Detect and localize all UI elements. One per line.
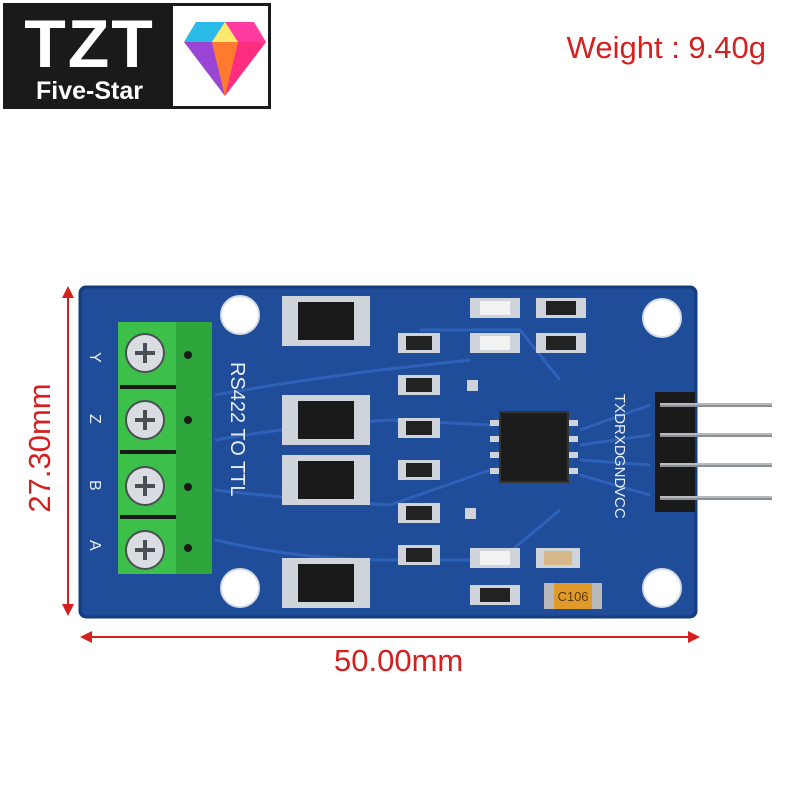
logo-brand: TZT bbox=[24, 6, 155, 82]
pcb-board bbox=[80, 287, 696, 617]
logo-text-block: TZT Five-Star bbox=[6, 6, 173, 106]
width-dimension-line bbox=[80, 631, 700, 643]
diamond-icon bbox=[184, 22, 266, 96]
pin-header bbox=[655, 392, 772, 512]
terminal-label-a: A bbox=[86, 540, 103, 551]
height-dimension-line bbox=[62, 286, 74, 616]
pin-label-rxd: RXD bbox=[611, 424, 628, 456]
pin-label-gnd: GND bbox=[611, 455, 628, 489]
capacitor-label: C106 bbox=[557, 589, 588, 604]
terminal-block bbox=[118, 322, 212, 574]
pin-label-txd: TXD bbox=[611, 394, 628, 424]
terminal-label-b: B bbox=[86, 480, 103, 491]
width-label: 50.00mm bbox=[334, 643, 464, 678]
terminal-label-y: Y bbox=[86, 352, 103, 363]
board-title: RS422 TO TTL bbox=[226, 362, 248, 497]
brand-logo: TZT Five-Star bbox=[3, 3, 271, 109]
height-label: 27.30mm bbox=[22, 383, 57, 513]
terminal-label-z: Z bbox=[86, 414, 103, 424]
transceiver-chip bbox=[490, 411, 578, 483]
weight-label: Weight : 9.40g bbox=[566, 30, 766, 65]
tvs-diodes bbox=[282, 296, 370, 608]
logo-tagline: Five-Star bbox=[36, 77, 143, 105]
mounting-holes bbox=[220, 295, 682, 608]
resistors bbox=[398, 298, 586, 605]
pin-label-vcc: VCC bbox=[611, 487, 628, 519]
tantalum-capacitor: C106 bbox=[544, 583, 602, 609]
terminal-screws bbox=[125, 333, 165, 570]
pcb-traces bbox=[214, 328, 651, 562]
